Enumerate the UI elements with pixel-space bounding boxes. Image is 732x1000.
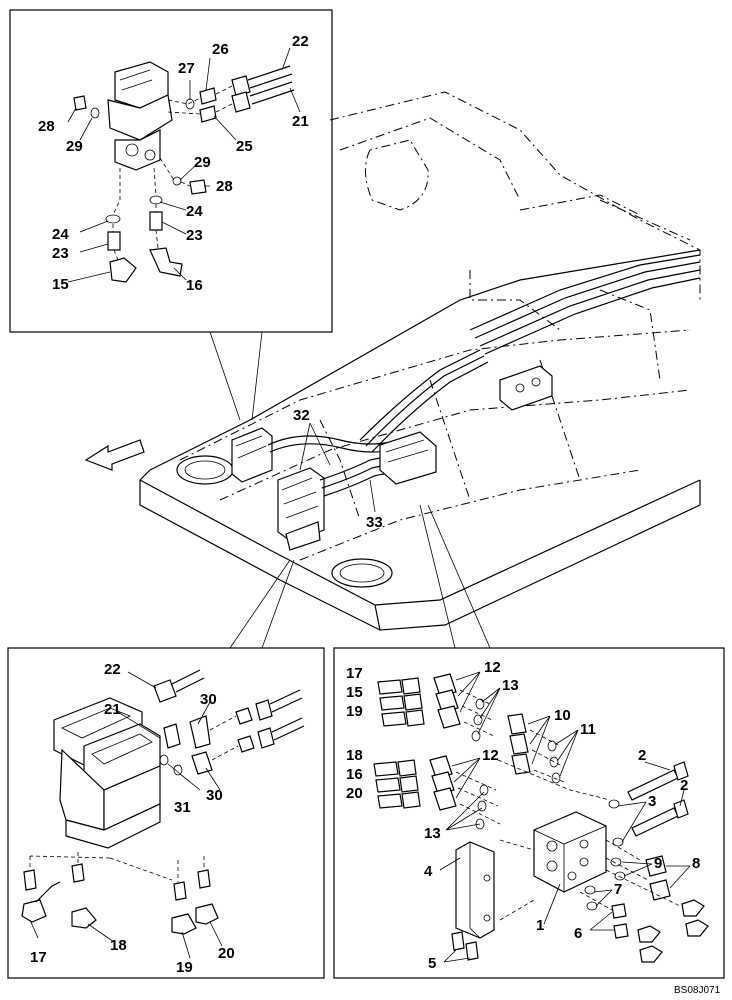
callout-15-right: 15: [346, 684, 363, 701]
callout-18-right: 18: [346, 747, 363, 764]
callout-15: 15: [52, 276, 69, 293]
direction-arrow-icon: [84, 439, 145, 471]
callout-32: 32: [293, 407, 310, 424]
callout-9: 9: [654, 855, 662, 872]
callout-19-right: 19: [346, 703, 363, 720]
callout-5: 5: [428, 955, 436, 972]
machine-frame: [84, 91, 701, 631]
hose-fittings-lower: [373, 755, 457, 811]
callout-8: 8: [692, 855, 700, 872]
callout-12: 12: [484, 659, 501, 676]
callout-16-right: 16: [346, 766, 363, 783]
callout-23: 23: [52, 245, 69, 262]
top-inset: 22 26 27 28 29 21 25 29 28 24 24 23 23 1…: [9, 9, 333, 333]
callout-31: 31: [174, 799, 191, 816]
callout-22: 22: [292, 33, 309, 50]
leader-bottom-right: [419, 504, 491, 649]
callout-2: 2: [638, 747, 646, 764]
callout-21-left: 21: [104, 701, 121, 718]
hose-fittings-upper: [377, 673, 461, 729]
callout-16: 16: [186, 277, 203, 294]
callout-13: 13: [502, 677, 519, 694]
callout-22-left: 22: [104, 661, 121, 678]
callout-24: 24: [186, 203, 203, 220]
callout-20-left: 20: [218, 945, 235, 962]
callout-26: 26: [212, 41, 229, 58]
callout-10: 10: [554, 707, 571, 724]
bottom-left-inset: 22 21 30 31 30 17 18 19 20: [7, 647, 325, 979]
callout-19-left: 19: [176, 959, 193, 976]
callout-28b: 28: [216, 178, 233, 195]
callout-17-left: 17: [30, 949, 47, 966]
callout-33: 33: [366, 514, 383, 531]
callout-30b: 30: [206, 787, 223, 804]
callout-28: 28: [38, 118, 55, 135]
callout-21: 21: [292, 113, 309, 130]
callout-20-right: 20: [346, 785, 363, 802]
leader-top-inset: [209, 331, 263, 421]
callout-18-left: 18: [110, 937, 127, 954]
callout-29b: 29: [194, 154, 211, 171]
callout-30: 30: [200, 691, 217, 708]
callout-24b: 24: [52, 226, 69, 243]
leader-bottom-left: [229, 559, 295, 649]
pilot-valves-main: [231, 349, 553, 551]
callout-25: 25: [236, 138, 253, 155]
callout-17-right: 17: [346, 665, 363, 682]
callout-7: 7: [614, 881, 622, 898]
callout-23b: 23: [186, 227, 203, 244]
callout-4: 4: [424, 863, 433, 880]
callout-29: 29: [66, 138, 83, 155]
callout-1: 1: [536, 917, 544, 934]
callout-27: 27: [178, 60, 195, 77]
callout-11: 11: [580, 721, 596, 738]
callout-2b: 2: [680, 777, 688, 794]
callouts-main: 32 33: [293, 407, 383, 531]
callout-12b: 12: [482, 747, 499, 764]
bottom-right-inset: 17 15 19 12 13 10 11 18 16 20 12 2 3 2 1…: [333, 647, 725, 979]
callout-6: 6: [574, 925, 582, 942]
reference-code: BS08J071: [674, 985, 721, 996]
callout-13b: 13: [424, 825, 441, 842]
callout-3: 3: [648, 793, 656, 810]
